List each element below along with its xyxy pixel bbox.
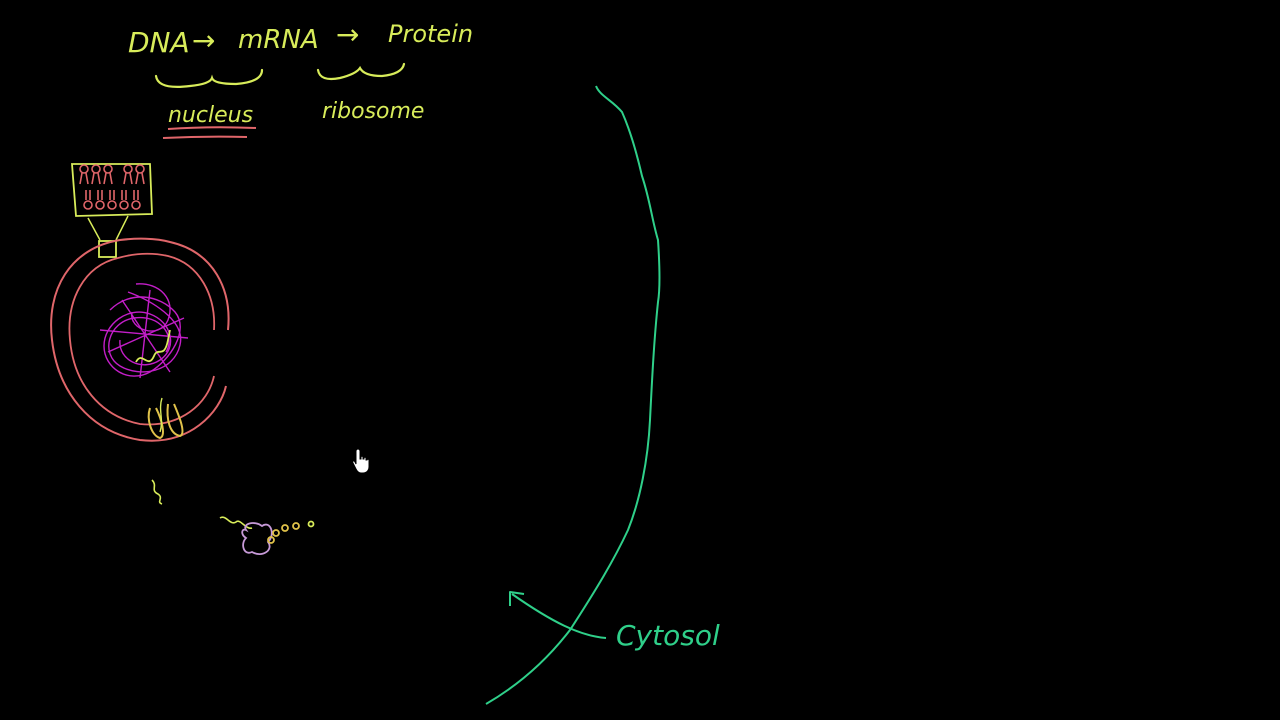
cytosol-arrowhead-icon (509, 591, 525, 606)
membrane-zoom-inset (71, 163, 153, 258)
cytosol-annotation: Cytosol (509, 591, 720, 652)
nuclear-envelope-outer (50, 237, 230, 442)
title-dna: DNA (128, 26, 190, 59)
chromatin-dna (99, 283, 189, 379)
title-arrow-1: → (192, 24, 215, 57)
mrna-squiggle-icon (151, 479, 163, 505)
label-ribosome: ribosome (322, 99, 424, 124)
nuclear-envelope-inner (68, 252, 216, 426)
cell-membrane (485, 85, 661, 705)
central-dogma-title: DNA → mRNA → Protein (128, 18, 473, 59)
title-arrow-2: → (336, 18, 359, 51)
title-mrna: mRNA (238, 25, 319, 55)
nuclear-pore-icon (147, 397, 184, 440)
hand-pointer-icon (352, 448, 370, 474)
brace-translation (316, 62, 406, 81)
cytosol-arrow (511, 593, 607, 639)
ribosome-translating-icon (219, 516, 315, 555)
phospholipid-bilayer-icon (79, 164, 145, 210)
nucleus (50, 237, 230, 442)
mrna-strand-in-nucleus (135, 329, 171, 363)
label-cytosol: Cytosol (616, 619, 720, 652)
title-protein: Protein (388, 20, 473, 48)
brace-transcription (154, 68, 264, 88)
nucleus-underline-2 (162, 135, 248, 139)
nucleus-underline-1 (167, 126, 257, 130)
label-nucleus: nucleus (168, 103, 253, 128)
zoom-region-box (98, 240, 117, 258)
